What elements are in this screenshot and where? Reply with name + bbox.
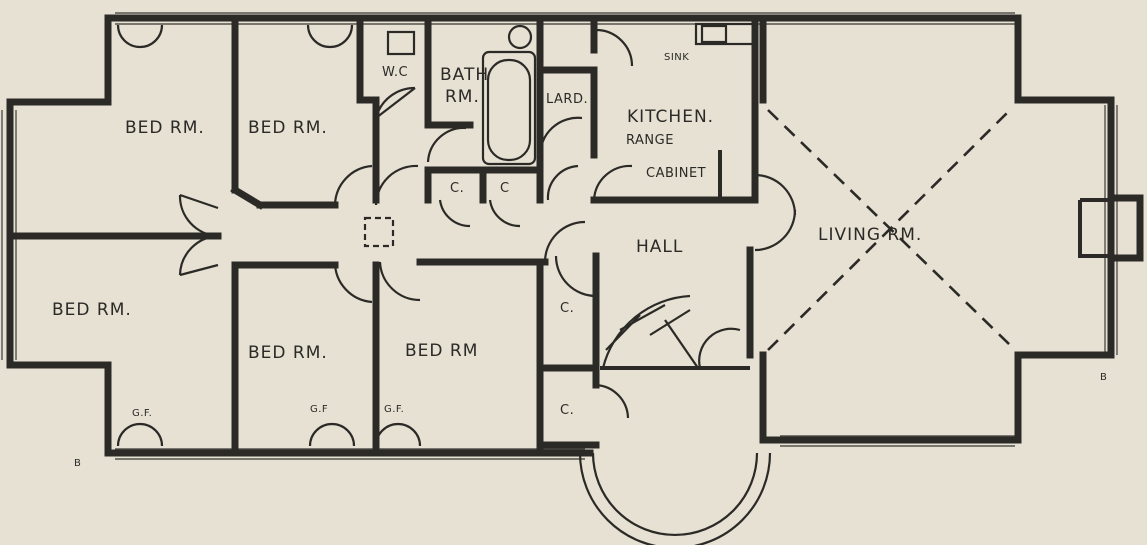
- label-bed-rm-5: BED RM: [405, 341, 478, 361]
- label-bed-rm-1: BED RM.: [125, 118, 205, 138]
- label-cabinet: CABINET: [646, 166, 706, 181]
- exterior-walls: [6, 14, 1144, 457]
- label-wc: W.C: [382, 65, 408, 80]
- label-sink: SINK: [664, 52, 689, 63]
- label-living-rm: LIVING RM.: [818, 225, 922, 245]
- label-gf-2: G.F: [310, 404, 328, 415]
- label-gf-1: G.F.: [132, 408, 152, 419]
- label-bath-line1: BATH: [440, 65, 489, 85]
- label-kitchen: KITCHEN.: [627, 107, 714, 127]
- room-labels: BED RM. BED RM. BED RM. BED RM. BED RM W…: [52, 52, 1107, 469]
- windows: [1, 12, 1118, 460]
- label-b-2: B: [1100, 372, 1107, 383]
- label-hall: HALL: [636, 237, 683, 257]
- door-swings: [116, 24, 797, 545]
- label-bed-rm-2: BED RM.: [248, 118, 328, 138]
- label-bath-line2: RM.: [445, 87, 480, 107]
- label-gf-3: G.F.: [384, 404, 404, 415]
- label-closet-1: C.: [450, 181, 464, 196]
- fixtures: [363, 22, 756, 369]
- label-bed-rm-3: BED RM.: [52, 300, 132, 320]
- interior-walls: [9, 14, 767, 457]
- label-larder: LARD.: [546, 92, 588, 107]
- label-range: RANGE: [626, 133, 674, 148]
- label-bed-rm-4: BED RM.: [248, 343, 328, 363]
- label-closet-3: C.: [560, 301, 574, 316]
- label-closet-4: C.: [560, 403, 574, 418]
- label-b-1: B: [74, 458, 81, 469]
- label-closet-2: C: [500, 181, 510, 196]
- living-room-dashed-lines: [767, 109, 1011, 351]
